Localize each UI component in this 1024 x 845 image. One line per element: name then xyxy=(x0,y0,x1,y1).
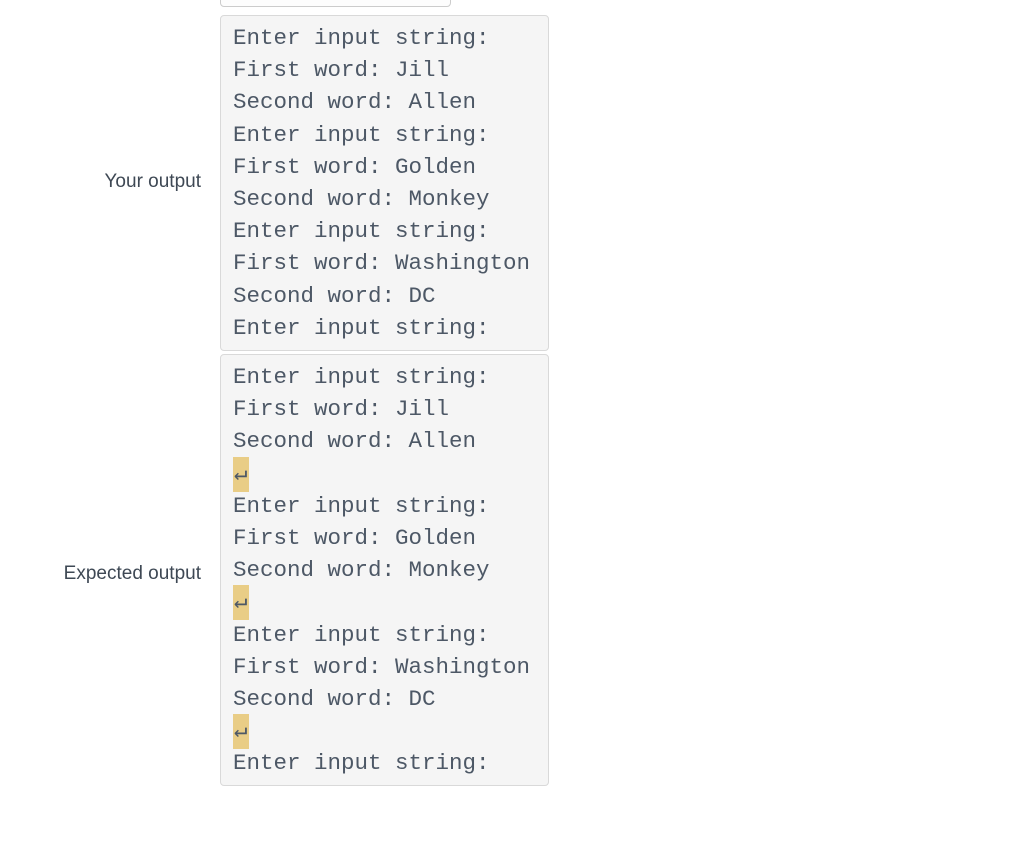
expected-output-label: Expected output xyxy=(63,563,201,584)
console-line: Enter input string: xyxy=(233,25,490,51)
input-box-partial[interactable] xyxy=(220,0,451,7)
console-line: Second word: DC xyxy=(233,685,436,712)
console-line: First word: Washington xyxy=(233,250,531,277)
newline-marker-icon: ↵ xyxy=(233,585,249,621)
console-line: Second word: DC xyxy=(233,282,436,309)
console-line: First word: Golden xyxy=(233,153,477,180)
console-line: First word: Jill xyxy=(233,396,450,423)
console-line: Second word: Allen xyxy=(233,428,477,455)
console-line: ↵ xyxy=(233,456,536,492)
console-line: Enter input string: xyxy=(233,218,490,245)
console-line: Second word: Monkey xyxy=(233,557,490,584)
console-line: Second word: Monkey xyxy=(233,185,490,212)
console-line: Enter input string: xyxy=(233,621,490,648)
console-line: Enter input string: xyxy=(233,492,490,519)
console-line: First word: Golden xyxy=(233,524,477,551)
console-line: ↵ xyxy=(233,585,536,621)
console-line: ↵ xyxy=(233,714,536,750)
console-line: First word: Jill xyxy=(233,57,450,84)
console-line: Enter input string: xyxy=(233,364,490,390)
console-line: Enter input string: xyxy=(233,121,490,148)
your-output-label: Your output xyxy=(104,171,202,192)
console-line: Enter input string: xyxy=(233,750,490,777)
console-line: Enter input string: xyxy=(233,314,490,341)
newline-marker-icon: ↵ xyxy=(233,714,249,750)
newline-marker-icon: ↵ xyxy=(233,456,249,492)
console-line: First word: Washington xyxy=(233,653,531,680)
console-line: Second word: Allen xyxy=(233,89,477,116)
